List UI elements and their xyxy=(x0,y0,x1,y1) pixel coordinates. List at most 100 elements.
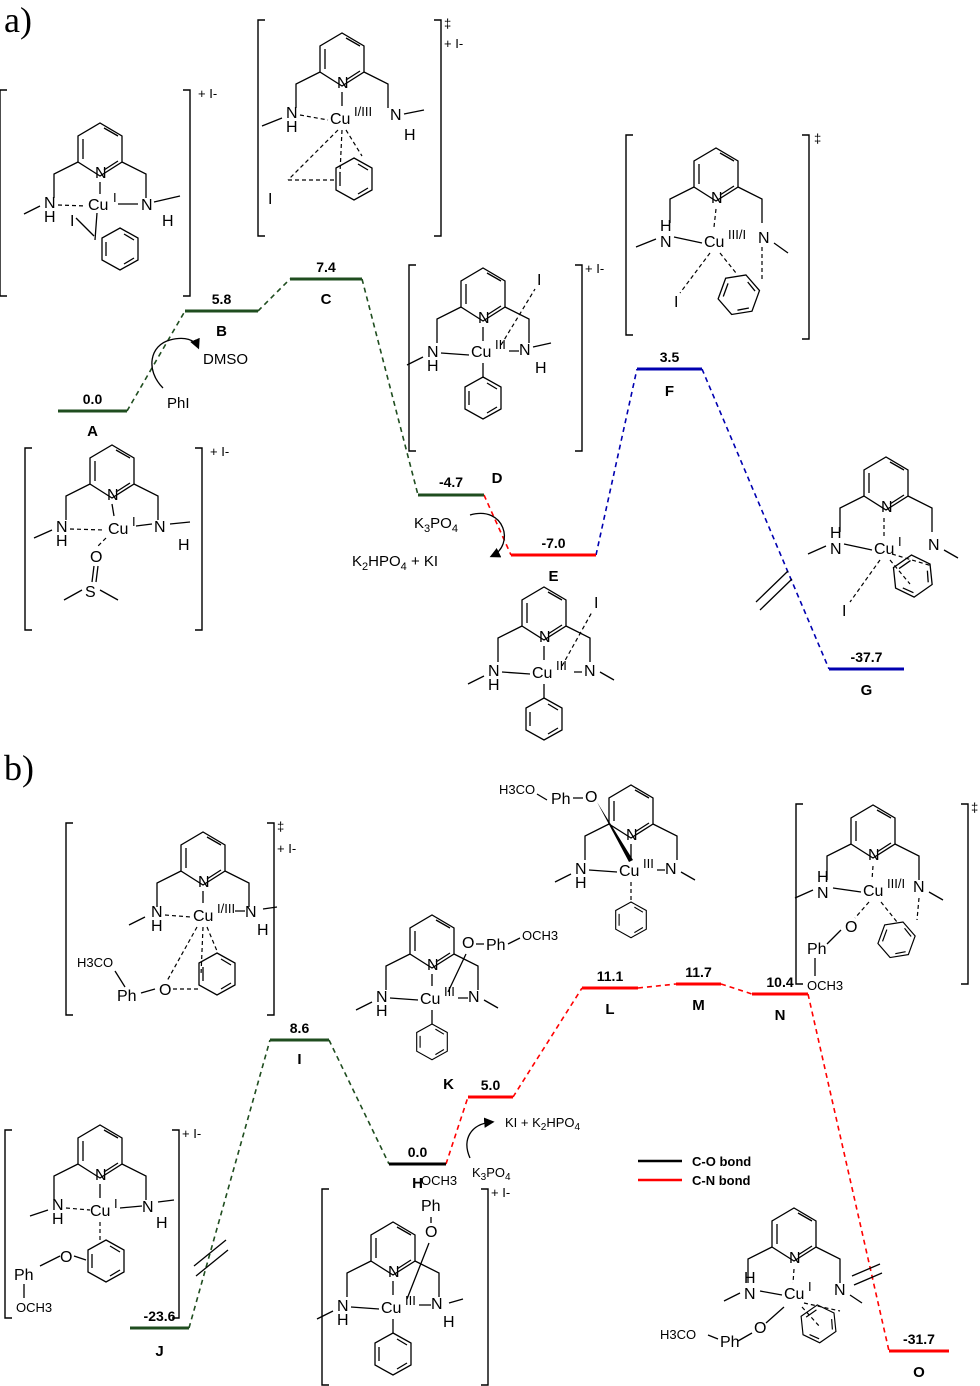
svg-text:O: O xyxy=(754,1320,766,1337)
energy-value-B: 5.8 xyxy=(212,291,232,307)
state-label-M: M xyxy=(692,997,705,1014)
legend: C-O bond C-N bond xyxy=(638,1154,751,1188)
svg-text:Ph: Ph xyxy=(720,1334,740,1351)
svg-text:O: O xyxy=(425,1224,437,1241)
axis-break-a xyxy=(755,570,793,611)
svg-text:Ph: Ph xyxy=(14,1267,34,1284)
energy-value-K: 5.0 xyxy=(481,1077,501,1093)
svg-text:H: H xyxy=(535,360,547,377)
svg-text:I: I xyxy=(594,595,598,612)
state-label-D: D xyxy=(492,470,503,487)
svg-text:H3CO: H3CO xyxy=(660,1327,696,1342)
svg-text:Cu: Cu xyxy=(420,991,440,1008)
energy-value-F: 3.5 xyxy=(660,349,680,365)
connector-C-D xyxy=(361,278,419,496)
svg-text:N: N xyxy=(107,487,119,504)
connector-K-L xyxy=(512,987,583,1098)
svg-text:Cu: Cu xyxy=(874,541,894,558)
charge-c: + I- xyxy=(444,36,463,51)
svg-text:H: H xyxy=(488,677,500,694)
svg-text:III/I: III/I xyxy=(728,227,746,242)
svg-text:N: N xyxy=(584,663,596,680)
svg-text:I: I xyxy=(898,534,902,549)
connector-L-M xyxy=(637,983,677,989)
energy-value-N: 10.4 xyxy=(766,974,793,990)
state-label-I: I xyxy=(297,1051,301,1068)
state-label-H: H xyxy=(412,1175,423,1192)
connector-D-E xyxy=(483,494,512,556)
svg-text:H: H xyxy=(286,119,298,136)
svg-text:N: N xyxy=(198,874,210,891)
svg-text:H: H xyxy=(178,537,190,554)
reagent-arrow-hk: KI + K2HPO4 K3PO4 xyxy=(466,1115,581,1183)
svg-text:N: N xyxy=(660,234,672,251)
svg-text:N: N xyxy=(478,310,490,327)
charge-b: + I- xyxy=(198,86,217,101)
svg-text:H: H xyxy=(744,1270,756,1287)
svg-text:OCH3: OCH3 xyxy=(421,1173,457,1188)
energy-value-A: 0.0 xyxy=(83,391,103,407)
ts-marker-i: ‡ xyxy=(277,819,284,834)
state-label-K: K xyxy=(443,1076,454,1093)
svg-text:H: H xyxy=(427,358,439,375)
svg-text:H: H xyxy=(156,1215,168,1232)
state-label-E: E xyxy=(548,568,558,585)
svg-text:N: N xyxy=(468,989,480,1006)
svg-text:I: I xyxy=(537,272,541,289)
axis-break-b1 xyxy=(193,1239,229,1277)
svg-text:Ph: Ph xyxy=(117,988,137,1005)
state-label-B: B xyxy=(216,323,227,340)
energy-value-G: -37.7 xyxy=(851,649,883,665)
svg-text:I: I xyxy=(70,213,74,230)
svg-text:Cu: Cu xyxy=(619,863,639,880)
connector-J-I xyxy=(188,1039,271,1329)
connector-B-C xyxy=(257,278,291,312)
svg-text:I: I xyxy=(268,191,272,208)
charge-j: + I- xyxy=(182,1126,201,1141)
energy-value-I: 8.6 xyxy=(290,1020,310,1036)
svg-text:Cu: Cu xyxy=(88,197,108,214)
svg-text:S: S xyxy=(85,584,96,601)
ts-marker-c: ‡ xyxy=(444,16,451,31)
svg-text:H: H xyxy=(151,918,163,935)
energy-value-M: 11.7 xyxy=(685,964,712,980)
svg-text:I/III: I/III xyxy=(217,901,235,916)
svg-text:Cu: Cu xyxy=(330,111,350,128)
svg-text:N: N xyxy=(44,195,56,212)
svg-text:H: H xyxy=(376,1003,388,1020)
reagent-k3po4-b: K3PO4 xyxy=(472,1165,511,1183)
energy-value-E: -7.0 xyxy=(541,535,565,551)
svg-text:I: I xyxy=(808,1279,812,1294)
svg-text:H: H xyxy=(575,875,587,892)
svg-text:III: III xyxy=(495,337,506,352)
reagent-k2hpo4-ki: K2HPO4 + KI xyxy=(352,553,438,573)
ts-marker-f: ‡ xyxy=(814,131,821,146)
svg-text:Ph: Ph xyxy=(551,791,571,808)
legend-label-cn: C-N bond xyxy=(692,1173,751,1188)
svg-text:N: N xyxy=(427,344,439,361)
connector-F-G xyxy=(701,368,830,670)
reagent-arrow-de: K3PO4 K2HPO4 + KI xyxy=(352,512,506,573)
svg-text:N: N xyxy=(789,1250,801,1267)
connector-I-H xyxy=(328,1039,390,1165)
svg-text:Cu: Cu xyxy=(471,344,491,361)
svg-text:N: N xyxy=(881,499,893,516)
state-label-F: F xyxy=(665,383,674,400)
svg-text:N: N xyxy=(52,1197,64,1214)
svg-text:N: N xyxy=(376,989,388,1006)
svg-text:III: III xyxy=(556,658,567,673)
svg-text:I: I xyxy=(113,190,117,205)
svg-text:N: N xyxy=(868,847,880,864)
svg-text:N: N xyxy=(519,342,531,359)
svg-text:N: N xyxy=(711,190,723,207)
svg-text:N: N xyxy=(245,904,257,921)
svg-text:N: N xyxy=(575,861,587,878)
